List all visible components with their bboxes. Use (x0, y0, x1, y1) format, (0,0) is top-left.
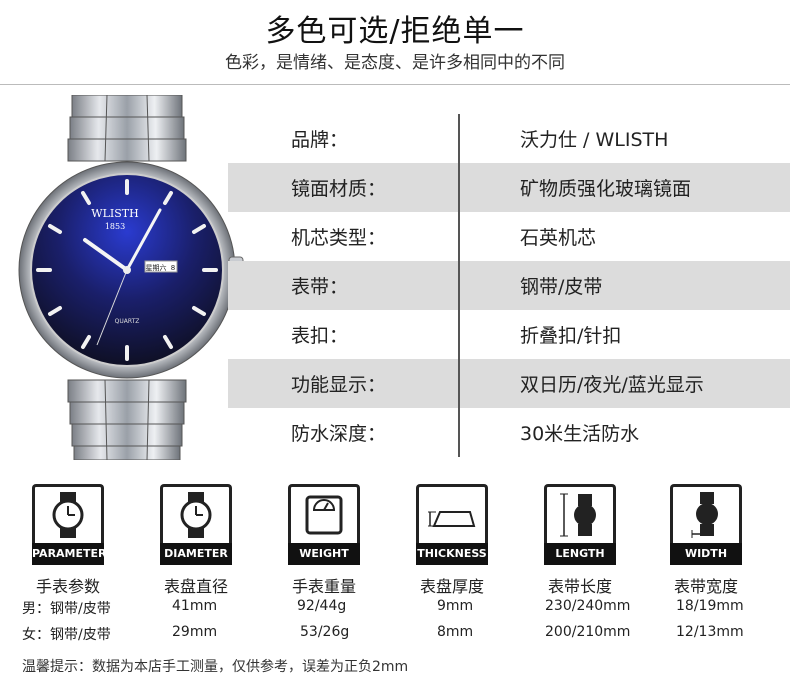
watch-day-window: 星期六 (146, 263, 167, 272)
diameter-caption: 表盘直径 (163, 577, 228, 596)
spec-row: 表扣： 折叠扣/针扣 (228, 310, 790, 359)
width-badge: WIDTH (670, 543, 742, 565)
men-diameter: 41mm (172, 598, 218, 614)
spec-value: 30米生活防水 (520, 423, 640, 445)
spec-row: 品牌： 沃力仕 / WLISTH (228, 114, 790, 163)
header-divider (0, 84, 790, 85)
weight-badge: WEIGHT (288, 543, 360, 565)
watch-date-window: 8 (171, 264, 175, 272)
diameter-icon (160, 484, 232, 543)
men-row: 男：钢带/皮带 41mm 92/44g 9mm 230/240mm 18/19m… (0, 598, 790, 624)
parameter-badge: PARAMETER (32, 543, 107, 565)
spec-label: 镜面材质： (228, 163, 460, 212)
women-weight: 53/26g (300, 624, 350, 640)
page-title: 多色可选/拒绝单一 (265, 14, 525, 49)
spec-value: 钢带/皮带 (520, 276, 603, 298)
spec-row: 表带： 钢带/皮带 (228, 261, 790, 310)
spec-row: 机芯类型： 石英机芯 (228, 212, 790, 261)
men-label: 男：钢带/皮带 (22, 601, 111, 617)
spec-table: 品牌： 沃力仕 / WLISTH 镜面材质： 矿物质强化玻璃镜面 机芯类型： 石… (228, 114, 790, 457)
watch-year: 1853 (105, 222, 125, 231)
page-subtitle: 色彩，是情绪、是态度、是许多相同中的不同 (225, 53, 565, 73)
watch-image: WLISTH 1853 QUARTZ 星期六 8 (18, 95, 244, 460)
width-caption: 表带宽度 (673, 577, 738, 596)
men-thickness: 9mm (437, 598, 474, 614)
length-badge: LENGTH (544, 543, 616, 565)
spec-label: 品牌： (228, 114, 460, 163)
thickness-badge: THICKNESS (416, 543, 488, 565)
length-card: LENGTH 表带长度 (530, 484, 630, 597)
scale-icon (288, 484, 360, 543)
spec-label: 功能显示： (228, 359, 460, 408)
spec-label: 表带： (228, 261, 460, 310)
spec-value: 双日历/夜光/蓝光显示 (520, 374, 704, 396)
band-width-icon (670, 484, 742, 543)
thickness-caption: 表盘厚度 (419, 577, 484, 596)
bracelet-bottom (67, 379, 187, 460)
women-width: 12/13mm (676, 624, 744, 640)
spec-label: 防水深度： (228, 408, 460, 457)
spec-row: 功能显示： 双日历/夜光/蓝光显示 (228, 359, 790, 408)
weight-card: WEIGHT 手表重量 (274, 484, 374, 597)
men-length: 230/240mm (545, 598, 631, 614)
spec-label: 机芯类型： (228, 212, 460, 261)
women-thickness: 8mm (437, 624, 474, 640)
spec-value: 矿物质强化玻璃镜面 (520, 178, 692, 200)
measurement-note: 温馨提示：数据为本店手工测量，仅供参考，误差为正负2mm (22, 659, 409, 675)
women-length: 200/210mm (545, 624, 631, 640)
band-length-icon (544, 484, 616, 543)
bracelet-top (67, 95, 187, 162)
diameter-card: DIAMETER 表盘直径 (146, 484, 246, 597)
thickness-card: THICKNESS 表盘厚度 (402, 484, 502, 597)
parameter-card: PARAMETER 手表参数 (18, 484, 118, 597)
watch-icon (32, 484, 104, 543)
thickness-icon (416, 484, 488, 543)
women-diameter: 29mm (172, 624, 218, 640)
spec-label: 表扣： (228, 310, 460, 359)
weight-caption: 手表重量 (291, 577, 356, 596)
measurement-table: 男：钢带/皮带 41mm 92/44g 9mm 230/240mm 18/19m… (0, 598, 790, 650)
women-label: 女：钢带/皮带 (22, 627, 111, 643)
men-width: 18/19mm (676, 598, 744, 614)
watch-dial-text: QUARTZ (115, 318, 140, 325)
men-weight: 92/44g (297, 598, 347, 614)
diameter-badge: DIAMETER (160, 543, 232, 565)
spec-row: 防水深度： 30米生活防水 (228, 408, 790, 457)
parameter-caption: 手表参数 (35, 577, 100, 596)
spec-row: 镜面材质： 矿物质强化玻璃镜面 (228, 163, 790, 212)
spec-value: 折叠扣/针扣 (520, 325, 622, 347)
women-row: 女：钢带/皮带 29mm 53/26g 8mm 200/210mm 12/13m… (0, 624, 790, 650)
watch-brand: WLISTH (91, 207, 138, 220)
spec-value: 沃力仕 / WLISTH (520, 129, 669, 151)
spec-value: 石英机芯 (520, 227, 597, 249)
length-caption: 表带长度 (547, 577, 612, 596)
width-card: WIDTH 表带宽度 (656, 484, 756, 597)
